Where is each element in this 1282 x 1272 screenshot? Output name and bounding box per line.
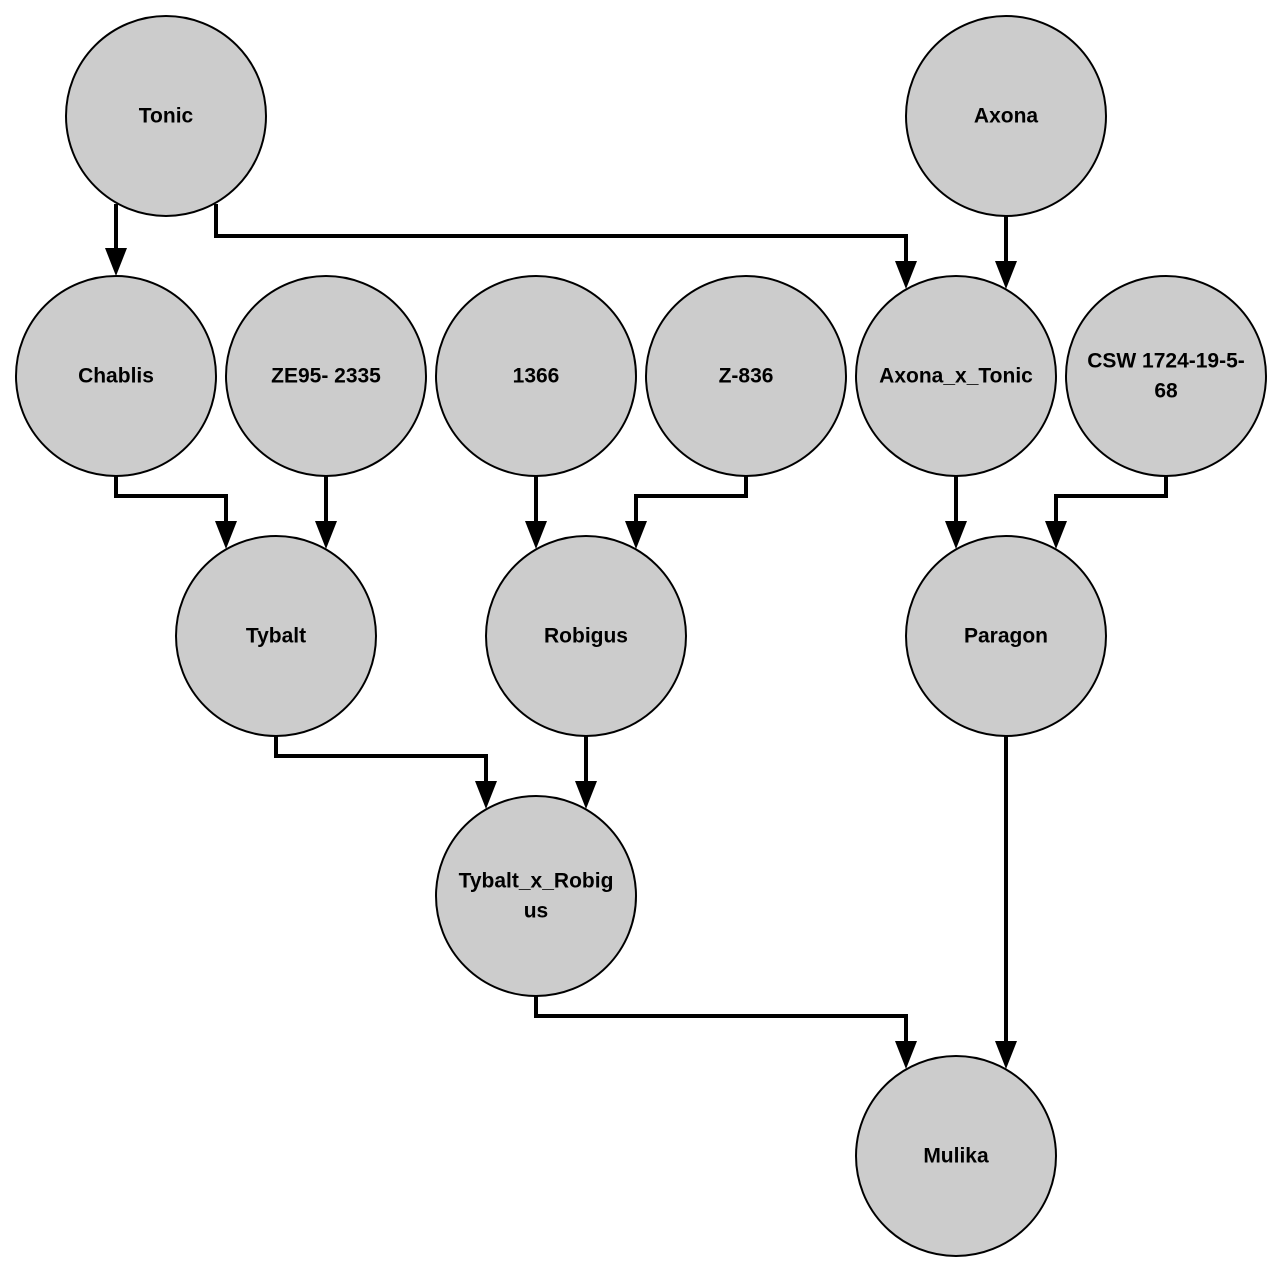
edge-ze95-to-tybalt [315, 476, 337, 549]
arrowhead [575, 781, 597, 809]
node-n1366: 1366 [435, 275, 637, 477]
edge-z836-to-robigus [625, 476, 748, 549]
node-circle [645, 275, 847, 477]
edge-line [1054, 476, 1168, 521]
edge-line [534, 996, 908, 1041]
node-z836: Z-836 [645, 275, 847, 477]
node-circle [1065, 275, 1267, 477]
node-label: Axona [974, 105, 1039, 128]
edge-axona-to-axona_x_tonic [995, 216, 1017, 289]
node-circle [225, 275, 427, 477]
node-label: us [524, 900, 549, 923]
node-tybalt_x_robigus: Tybalt_x_Robigus [435, 795, 637, 997]
node-label: Robigus [544, 625, 628, 648]
node-label: CSW 1724-19-5- [1087, 350, 1245, 373]
node-label: 1366 [513, 365, 560, 388]
node-chablis: Chablis [15, 275, 217, 477]
node-label: ZE95- 2335 [271, 365, 381, 388]
node-label: Tybalt [246, 625, 306, 648]
node-circle [855, 1055, 1057, 1257]
node-csw: CSW 1724-19-5- 68 [1065, 275, 1267, 477]
node-label: 68 [1154, 380, 1178, 403]
edge-chablis-to-tybalt [114, 476, 237, 549]
node-tonic: Tonic [65, 15, 267, 217]
node-circle [435, 275, 637, 477]
edge-csw-to-paragon [1045, 476, 1168, 549]
arrowhead [525, 521, 547, 549]
node-axona: Axona [905, 15, 1107, 217]
node-mulika: Mulika [855, 1055, 1057, 1257]
node-label: Chablis [78, 365, 154, 388]
node-tybalt: Tybalt [175, 535, 377, 737]
edge-line [274, 736, 488, 781]
node-circle [485, 535, 687, 737]
node-label: Axona_x_Tonic [879, 365, 1033, 388]
edges-layer [105, 204, 1168, 1069]
arrowhead [895, 1041, 917, 1069]
edge-paragon-to-mulika [995, 736, 1017, 1069]
edge-line [214, 204, 908, 261]
node-label: Mulika [923, 1145, 989, 1168]
edge-robigus-to-tybalt_x_robigus [575, 736, 597, 809]
arrowhead [315, 521, 337, 549]
edge-tonic-to-axona_x_tonic [214, 204, 917, 289]
edge-line [114, 476, 228, 521]
node-label: Tybalt_x_Robig [459, 870, 614, 893]
arrowhead [1045, 521, 1067, 549]
node-circle [855, 275, 1057, 477]
node-circle [435, 795, 637, 997]
node-label: Tonic [139, 105, 194, 128]
node-robigus: Robigus [485, 535, 687, 737]
arrowhead [995, 261, 1017, 289]
arrowhead [995, 1041, 1017, 1069]
arrowhead [625, 521, 647, 549]
edge-axona_x_tonic-to-paragon [945, 476, 967, 549]
node-circle [905, 535, 1107, 737]
node-ze95: ZE95- 2335 [225, 275, 427, 477]
edge-line [634, 476, 748, 521]
node-circle [15, 275, 217, 477]
node-paragon: Paragon [905, 535, 1107, 737]
arrowhead [475, 781, 497, 809]
edge-tybalt_x_robigus-to-mulika [534, 996, 917, 1069]
arrowhead [105, 248, 127, 276]
node-circle [905, 15, 1107, 217]
node-circle [65, 15, 267, 217]
edge-tonic-to-chablis [105, 204, 127, 276]
node-label: Paragon [964, 625, 1048, 648]
node-label: Z-836 [719, 365, 774, 388]
edge-n1366-to-robigus [525, 476, 547, 549]
node-axona_x_tonic: Axona_x_Tonic [855, 275, 1057, 477]
arrowhead [215, 521, 237, 549]
arrowhead [945, 521, 967, 549]
edge-tybalt-to-tybalt_x_robigus [274, 736, 497, 809]
node-circle [175, 535, 377, 737]
arrowhead [895, 261, 917, 289]
